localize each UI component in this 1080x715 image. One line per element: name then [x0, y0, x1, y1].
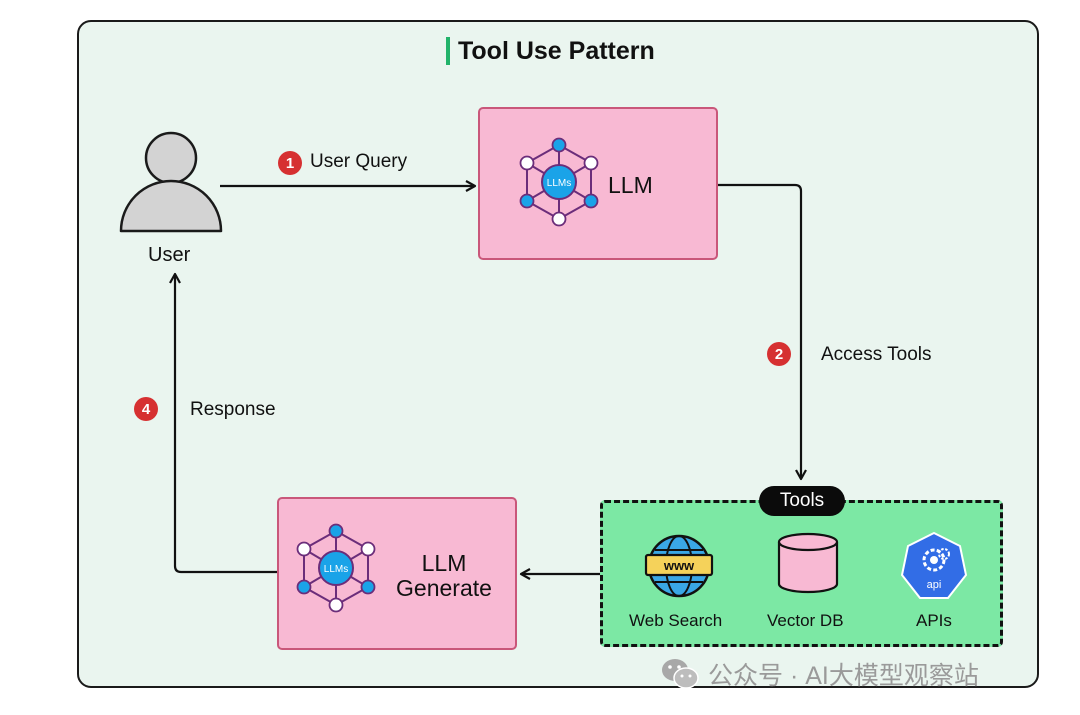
tool-label-vector-db: Vector DB [767, 611, 844, 630]
tool-label-web-search: Web Search [629, 611, 723, 630]
user-label: User [148, 244, 191, 266]
llm-generate-icon-text: LLMs [324, 564, 348, 575]
llm-label: LLM [608, 172, 653, 198]
edge-label-access-tools: Access Tools [821, 344, 932, 365]
edge-label-response: Response [190, 399, 276, 420]
llm-generate-label: LLM Generate [384, 551, 504, 601]
llm-generate-network-icon: LLMs [296, 523, 376, 613]
globe-www-text: www [663, 558, 695, 573]
llm-icon-text: LLMs [547, 178, 571, 189]
globe-www-icon: www [644, 534, 714, 598]
edge-response [169, 272, 277, 574]
title-accent-bar [446, 37, 450, 65]
step-badge-4: 4 [134, 397, 158, 421]
edge-label-user-query: User Query [310, 151, 408, 172]
api-gear-icon: api [900, 531, 968, 599]
wechat-icon [662, 659, 699, 689]
llm-network-icon: LLMs [519, 137, 599, 227]
step-badge-2: 2 [767, 342, 791, 366]
llm-generate-node: LLMs LLM Generate [277, 497, 517, 650]
llm-generate-label-line1: LLM [421, 550, 467, 576]
step-badge-1: 1 [278, 151, 302, 175]
watermark-text: 公众号 · AI大模型观察站 [708, 662, 979, 690]
tools-header: Tools [759, 486, 845, 516]
database-cylinder-icon [777, 532, 839, 594]
api-icon-text: api [927, 579, 942, 591]
llm-generate-label-line2: Generate [396, 575, 492, 601]
watermark: 公众号 · AI大模型观察站 [660, 656, 979, 692]
tool-label-apis: APIs [916, 611, 952, 630]
llm-node: LLMs LLM [478, 107, 718, 260]
user-icon [119, 131, 223, 233]
edge-access-tools [718, 183, 807, 481]
title-group: Tool Use Pattern [446, 36, 655, 66]
diagram-title: Tool Use Pattern [458, 36, 655, 65]
